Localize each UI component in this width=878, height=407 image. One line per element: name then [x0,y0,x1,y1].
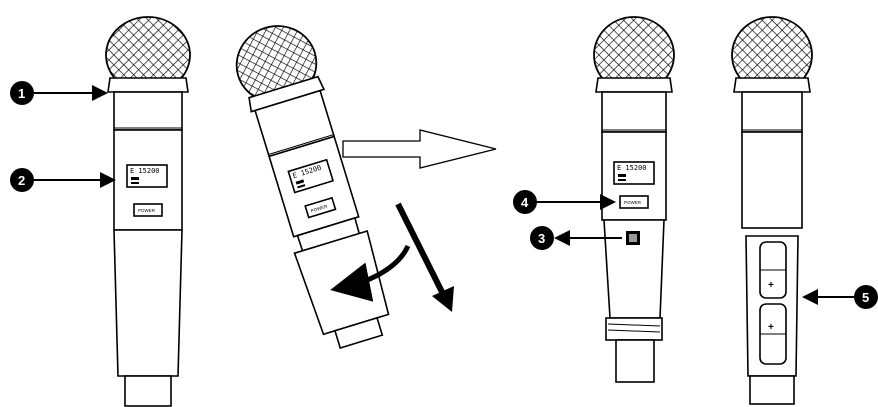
svg-text:POWER: POWER [624,200,642,205]
svg-text:+: + [768,322,774,333]
callout-5: 5 [802,285,878,309]
power-button [133,203,163,217]
svg-text:2: 2 [18,173,25,188]
svg-text:5: 5 [862,290,869,305]
arrow-right-icon [342,129,497,169]
microphone-1: E 15200 POWER [105,16,191,407]
bottom-cap [124,375,172,407]
power-button [619,195,649,209]
microphone-4: + + [731,16,813,405]
callout-1: 1 [10,81,108,105]
svg-text:E 15200: E 15200 [617,164,647,172]
grille-collar [107,77,189,93]
svg-text:1: 1 [18,86,25,101]
svg-text:+: + [768,280,774,291]
bottom-cap [615,339,655,383]
svg-text:3: 3 [538,231,545,246]
svg-text:4: 4 [521,195,529,210]
rotate-arrow-icon [330,244,411,302]
callout-4: 4 [513,190,616,214]
display-panel [126,164,168,188]
callout-2: 2 [10,168,116,192]
power-label: POWER [138,208,156,213]
handle [113,229,183,377]
microphone-2: E 15200 POWER [235,25,390,349]
down-arrow-icon [395,202,449,302]
microphone-3: E 15200 POWER [593,16,675,383]
channel-text: E 15200 [130,167,160,175]
svg-text:POWER: POWER [310,203,328,213]
upper-body [113,91,183,131]
callout-3: 3 [530,226,622,250]
